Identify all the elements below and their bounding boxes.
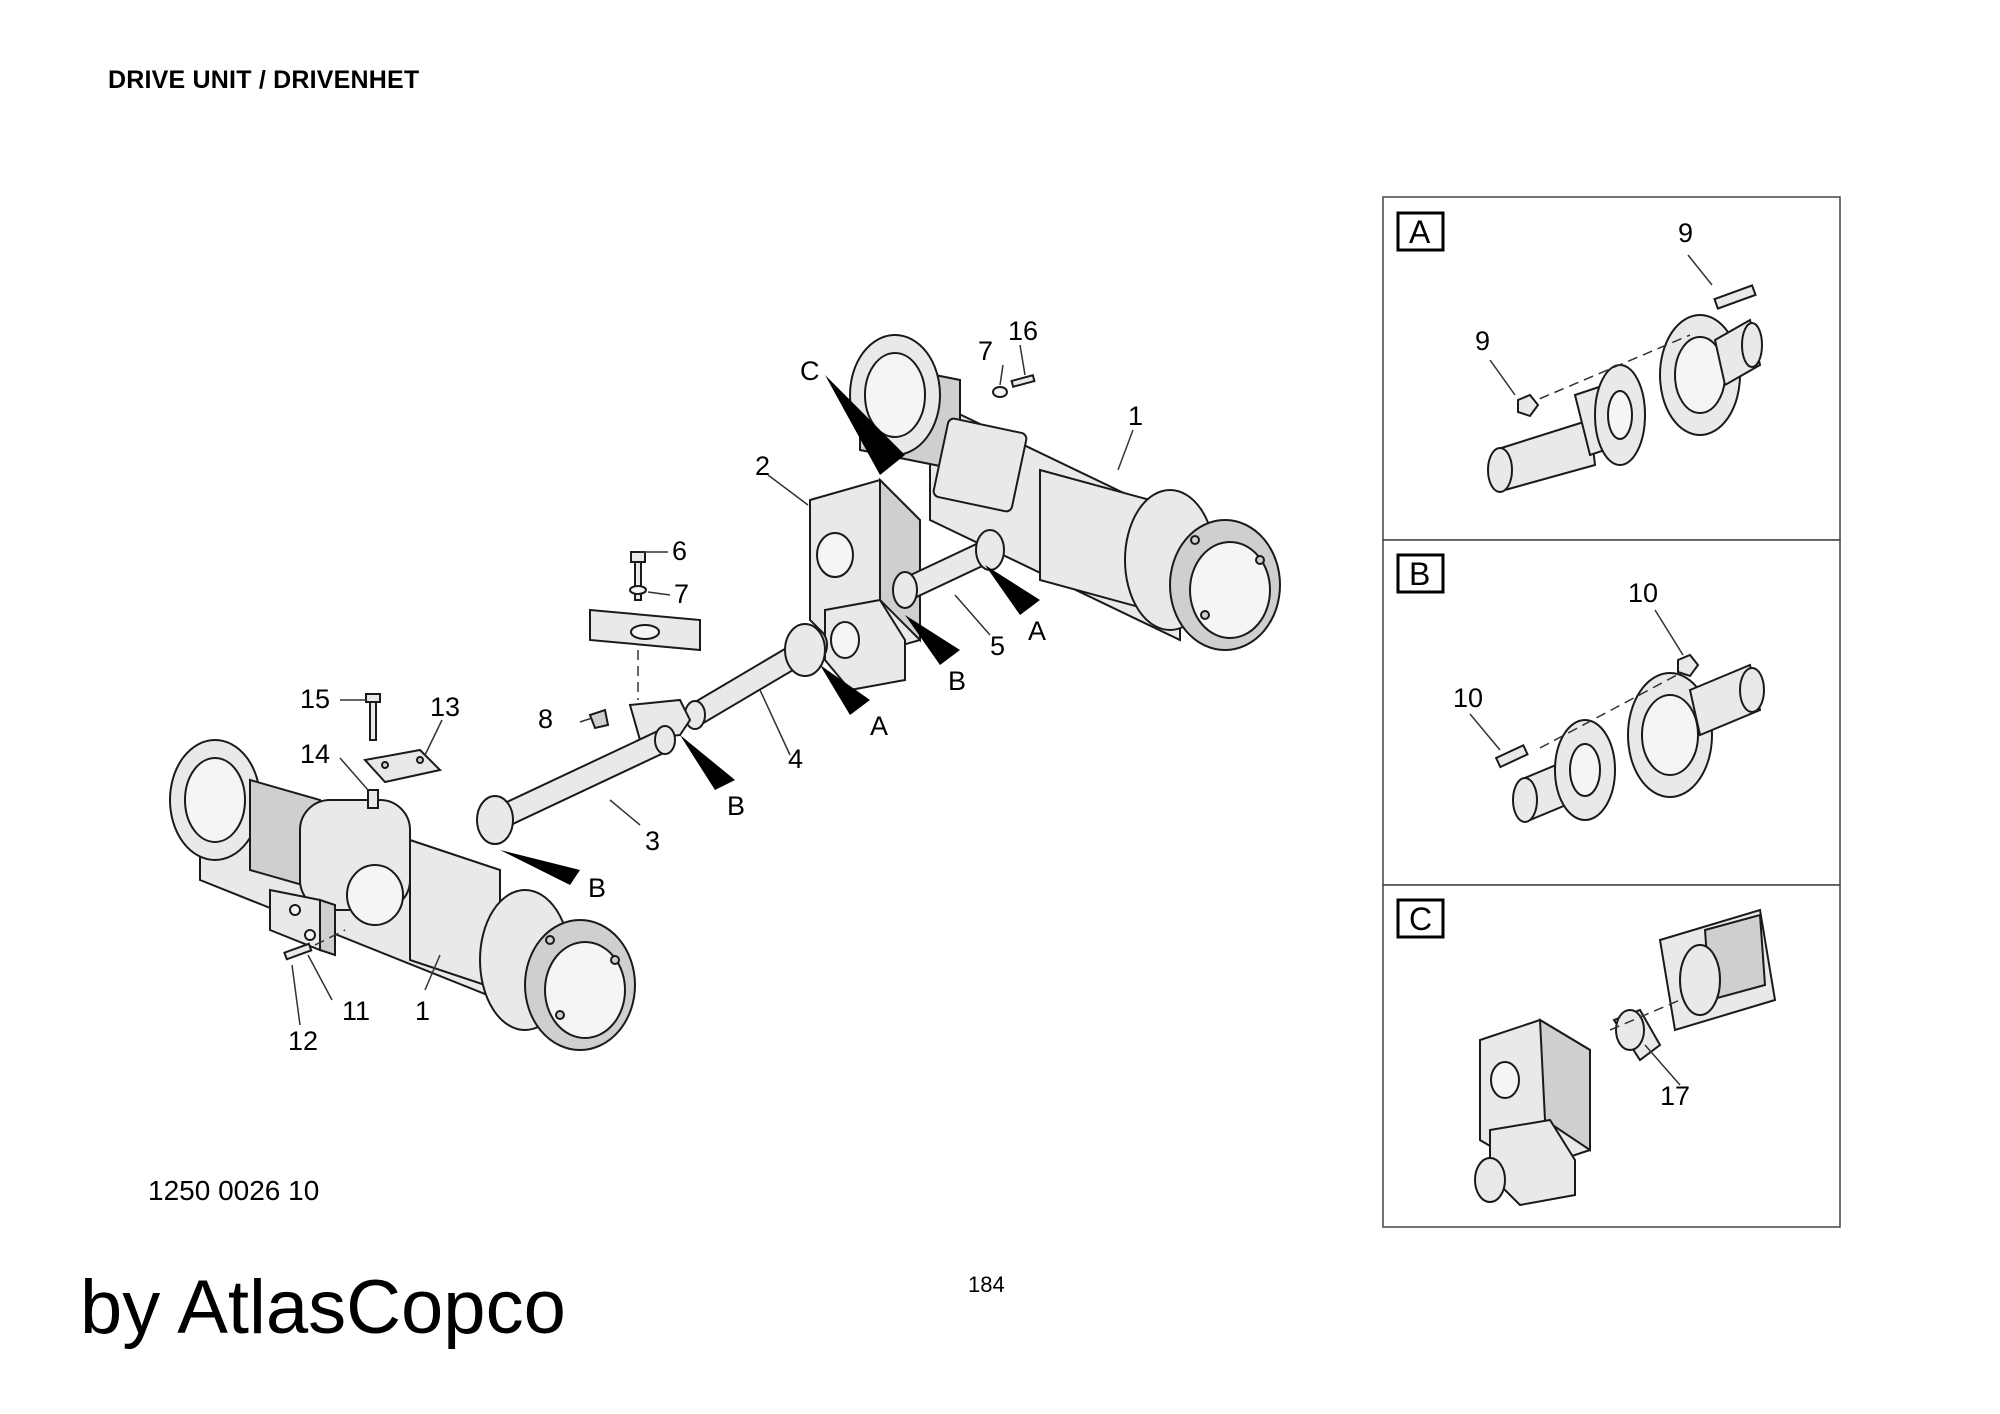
callout-16: 16 — [1008, 316, 1038, 346]
callout-6: 6 — [672, 536, 687, 566]
transfer-gearbox — [802, 477, 921, 692]
bracket — [269, 888, 346, 961]
callout-2: 2 — [755, 451, 770, 481]
panel-b-tag: B — [1409, 556, 1430, 592]
panel-b-callout-10-left: 10 — [1453, 683, 1483, 713]
page-number: 184 — [968, 1272, 1005, 1297]
view-ref-b-2: B — [727, 791, 745, 821]
detail-panel-a: A 9 9 — [1382, 196, 1841, 541]
document-number: 1250 0026 10 — [148, 1175, 320, 1206]
drive-shaft-3 — [476, 725, 676, 845]
main-callouts: 1 1 2 3 4 5 6 7 7 8 11 12 13 14 15 16 — [288, 316, 1143, 1056]
drive-shaft-4 — [684, 623, 826, 730]
credit-text: by AtlasCopco — [80, 1265, 566, 1350]
callout-13: 13 — [430, 692, 460, 722]
detail-panel-b: B 10 10 — [1382, 539, 1841, 886]
callout-14: 14 — [300, 739, 330, 769]
view-ref-b-1: B — [948, 666, 966, 696]
view-ref-arrows — [500, 375, 1040, 885]
view-ref-a-2: A — [870, 711, 888, 741]
panel-b-callout-10-top: 10 — [1628, 578, 1658, 608]
callout-11: 11 — [342, 996, 370, 1026]
view-ref-a-1: A — [1028, 616, 1046, 646]
support-bearing — [579, 551, 701, 742]
rear-axle — [849, 334, 1281, 651]
view-ref-c: C — [800, 356, 820, 386]
panel-c-tag: C — [1409, 901, 1432, 937]
callout-1-rear: 1 — [1128, 401, 1143, 431]
callout-8: 8 — [538, 704, 553, 734]
callout-3: 3 — [645, 826, 660, 856]
callout-7-rear: 7 — [978, 336, 993, 366]
callout-15: 15 — [300, 684, 330, 714]
panel-a-callout-9-top: 9 — [1678, 218, 1693, 248]
leader-lines — [291, 344, 1134, 1026]
view-ref-b-3: B — [588, 873, 606, 903]
front-axle — [169, 739, 636, 1051]
callout-12: 12 — [288, 1026, 318, 1056]
panel-c-callout-17: 17 — [1660, 1081, 1690, 1111]
view-ref-letters: A A B B B C — [588, 356, 1046, 903]
drive-shaft-5 — [892, 529, 1005, 609]
detail-panel-c: C 17 — [1382, 884, 1841, 1228]
mounting-plate — [363, 693, 443, 809]
page-title: DRIVE UNIT / DRIVENHET — [108, 66, 420, 94]
panel-a-tag: A — [1409, 214, 1431, 250]
panel-a-callout-9-left: 9 — [1475, 326, 1490, 356]
callout-4: 4 — [788, 744, 803, 774]
callout-5: 5 — [990, 631, 1005, 661]
callout-7-plate: 7 — [674, 579, 689, 609]
callout-1-front: 1 — [415, 996, 430, 1026]
